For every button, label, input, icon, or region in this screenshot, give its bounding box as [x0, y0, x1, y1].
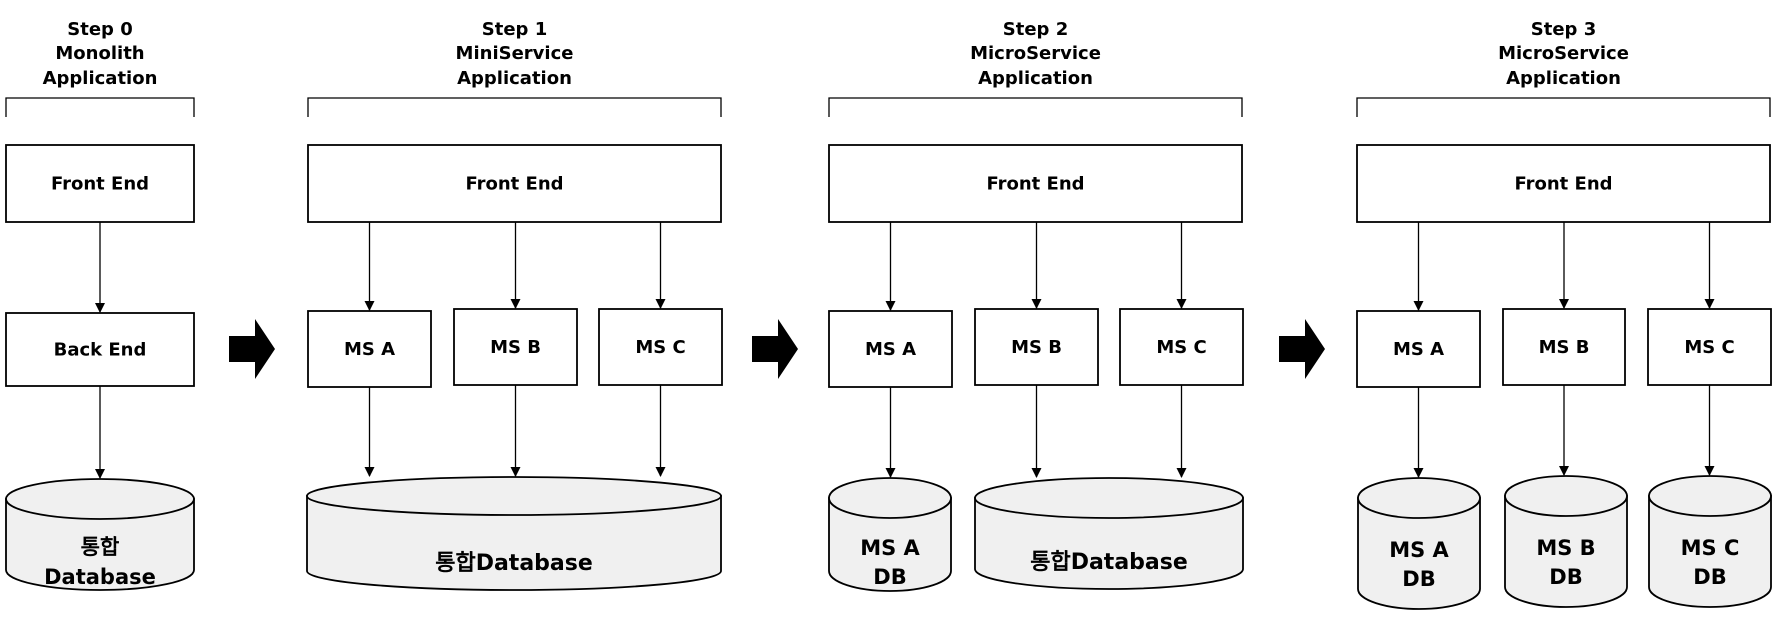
database-body: [306, 495, 722, 591]
database-top: [5, 478, 195, 520]
step-header-line: MicroService: [1498, 43, 1629, 64]
database-cylinder: MS A DB: [1357, 477, 1481, 610]
header-bracket: [828, 97, 1243, 117]
database-cylinder: MS A DB: [828, 477, 952, 592]
service-box: [1647, 308, 1772, 386]
service-box: [828, 310, 953, 388]
database-body: [974, 497, 1244, 590]
service-box: [453, 308, 578, 386]
right-arrow-icon: [752, 319, 798, 379]
service-label: MS B: [1539, 337, 1590, 358]
database-body: [5, 498, 195, 591]
database-label: 통합Database: [435, 550, 593, 576]
database-cylinder: 통합Database: [974, 477, 1244, 590]
database-label: Database: [44, 565, 156, 589]
database-label: DB: [1549, 565, 1582, 589]
service-box: [1356, 310, 1481, 388]
database-label: MS A: [860, 536, 920, 560]
database-cylinder: MS B DB: [1504, 475, 1628, 608]
service-box: [1119, 308, 1244, 386]
step-header-line: Step 0: [67, 19, 132, 40]
service-label: MS C: [1684, 337, 1734, 358]
service-box: [974, 308, 1099, 386]
right-arrow-icon: [229, 319, 275, 379]
database-cylinder: 통합Database: [306, 476, 722, 591]
front-end-box: [5, 144, 195, 223]
service-label: MS A: [344, 339, 395, 360]
database-label: 통합: [81, 535, 120, 559]
database-label: DB: [873, 565, 906, 589]
step-header-line: Monolith: [55, 43, 144, 64]
database-body: [828, 497, 952, 592]
database-label: MS A: [1389, 538, 1449, 562]
database-label: DB: [1693, 565, 1726, 589]
header-bracket: [5, 97, 195, 117]
database-label: MS C: [1681, 536, 1740, 560]
header-bracket: [307, 97, 722, 117]
database-top: [306, 476, 722, 516]
database-body: [1504, 495, 1628, 608]
header-bracket: [1356, 97, 1771, 117]
front-end-box: [828, 144, 1243, 223]
service-label: MS B: [1011, 337, 1062, 358]
database-label: DB: [1402, 567, 1435, 591]
service-label: MS B: [490, 337, 541, 358]
step-header-line: Application: [457, 68, 572, 89]
database-body: [1648, 495, 1772, 608]
service-label: MS A: [865, 339, 916, 360]
database-top: [974, 477, 1244, 519]
database-cylinder: 통합 Database: [5, 478, 195, 591]
step-header-line: MiniService: [456, 43, 574, 64]
database-label: 통합Database: [1030, 549, 1188, 575]
front-end-label: Front End: [1514, 174, 1612, 195]
database-body: [1357, 497, 1481, 610]
service-box: [1502, 308, 1626, 386]
service-label: MS C: [1156, 337, 1206, 358]
step-header-line: Application: [978, 68, 1093, 89]
service-box: [5, 312, 195, 387]
step-header-line: MicroService: [970, 43, 1101, 64]
step-header-line: Step 3: [1531, 19, 1596, 40]
database-top: [1504, 475, 1628, 517]
database-top: [828, 477, 952, 519]
right-arrow-icon: [1279, 319, 1325, 379]
front-end-label: Front End: [465, 174, 563, 195]
service-label: MS A: [1393, 339, 1444, 360]
step-header-line: Step 2: [1003, 19, 1068, 40]
front-end-label: Front End: [986, 174, 1084, 195]
front-end-box: [1356, 144, 1771, 223]
database-top: [1648, 475, 1772, 517]
database-label: MS B: [1536, 536, 1595, 560]
step-header-line: Application: [43, 68, 158, 89]
step-header-line: Step 1: [482, 19, 547, 40]
front-end-box: [307, 144, 722, 223]
service-label: MS C: [635, 337, 685, 358]
service-label: Back End: [54, 340, 147, 361]
database-top: [1357, 477, 1481, 519]
front-end-label: Front End: [51, 174, 149, 195]
database-cylinder: MS C DB: [1648, 475, 1772, 608]
step-header-line: Application: [1506, 68, 1621, 89]
